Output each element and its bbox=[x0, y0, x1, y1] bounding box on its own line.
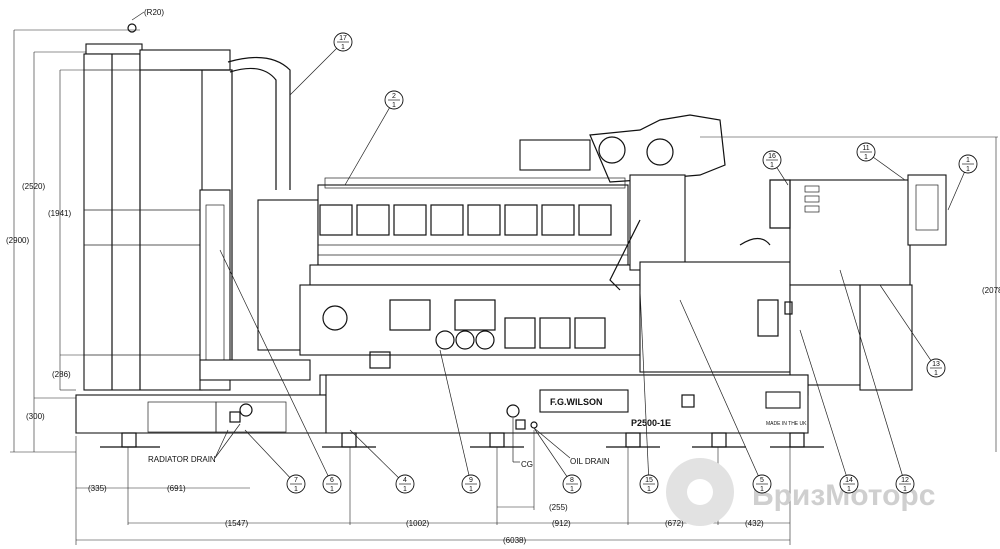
callout-number: 7 bbox=[294, 477, 298, 484]
callout-17: 171 bbox=[289, 32, 353, 96]
dim-height-skid: (300) bbox=[26, 412, 45, 421]
callout-sheet: 1 bbox=[934, 370, 938, 377]
radiator bbox=[83, 23, 231, 391]
dim-bottom-335: (335) bbox=[88, 484, 107, 493]
dim-bottom-432: (432) bbox=[745, 519, 764, 528]
callout-number: 5 bbox=[760, 477, 764, 484]
base-frame: F.G.WILSON P2500-1E MADE IN THE UK bbox=[75, 359, 824, 448]
callout-sheet: 1 bbox=[864, 154, 868, 161]
callout-sheet: 1 bbox=[392, 102, 396, 109]
dim-height-right: (2078) bbox=[982, 286, 1000, 295]
callout-number: 14 bbox=[845, 477, 853, 484]
dim-height-total: (2900) bbox=[6, 236, 29, 245]
callout-sheet: 1 bbox=[903, 486, 907, 493]
bottom-dimension-lines: (335) (691) (1547) (1002) (255) (912) (6… bbox=[75, 430, 791, 545]
right-dimension-lines: (2078) bbox=[700, 136, 1000, 452]
dim-bottom-255: (255) bbox=[549, 503, 568, 512]
callout-number: 4 bbox=[403, 477, 407, 484]
dim-height-base: (286) bbox=[52, 370, 71, 379]
callout-number: 9 bbox=[469, 477, 473, 484]
air-duct bbox=[180, 56, 291, 360]
callout-sheet: 1 bbox=[403, 486, 407, 493]
callout-sheet: 1 bbox=[570, 486, 574, 493]
cylinder-heads bbox=[319, 204, 612, 236]
alternator bbox=[639, 174, 947, 391]
callout-number: 6 bbox=[330, 477, 334, 484]
callout-number: 13 bbox=[932, 361, 940, 368]
callout-number: 17 bbox=[339, 35, 347, 42]
dim-height-radiator: (1941) bbox=[48, 209, 71, 218]
callout-4: 41 bbox=[349, 429, 415, 494]
dim-bottom-672: (672) bbox=[665, 519, 684, 528]
callout-sheet: 1 bbox=[469, 486, 473, 493]
made-in-label: MADE IN THE UK bbox=[766, 421, 807, 427]
dim-length-total: (6038) bbox=[503, 536, 526, 545]
callout-2: 21 bbox=[344, 90, 404, 186]
dim-bottom-1002: (1002) bbox=[406, 519, 429, 528]
callout-1: 11 bbox=[947, 154, 978, 211]
dim-bottom-1547: (1547) bbox=[225, 519, 248, 528]
frame-feet bbox=[100, 432, 824, 448]
left-dimension-lines: (2900) (2520) (1941) (286) (300) (R20) bbox=[6, 8, 164, 453]
callout-sheet: 1 bbox=[330, 486, 334, 493]
callout-sheet: 1 bbox=[770, 162, 774, 169]
radiator-drain-label: RADIATOR DRAIN bbox=[148, 455, 216, 464]
callout-13: 131 bbox=[879, 284, 946, 378]
callout-sheet: 1 bbox=[647, 486, 651, 493]
callout-sheet: 1 bbox=[847, 486, 851, 493]
engine bbox=[257, 114, 726, 369]
oil-drain-label: OIL DRAIN bbox=[570, 457, 610, 466]
callout-number: 2 bbox=[392, 93, 396, 100]
callout-sheet: 1 bbox=[760, 486, 764, 493]
callout-number: 8 bbox=[570, 477, 574, 484]
callout-number: 1 bbox=[966, 157, 970, 164]
callout-number: 12 bbox=[901, 477, 909, 484]
dim-radius: (R20) bbox=[144, 8, 164, 17]
dim-bottom-691: (691) bbox=[167, 484, 186, 493]
dim-height-canopy: (2520) bbox=[22, 182, 45, 191]
dim-bottom-912: (912) bbox=[552, 519, 571, 528]
callout-sheet: 1 bbox=[966, 166, 970, 173]
watermark: БризМоторс bbox=[666, 458, 935, 526]
callout-16: 161 bbox=[762, 150, 789, 186]
callout-8: 81 bbox=[533, 427, 582, 494]
callout-7: 71 bbox=[244, 429, 306, 494]
brand-plate bbox=[539, 389, 629, 413]
callout-15: 151 bbox=[639, 289, 659, 494]
callout-sheet: 1 bbox=[341, 44, 345, 51]
callout-number: 15 bbox=[645, 477, 653, 484]
drain-labels: RADIATOR DRAIN OIL DRAIN CG bbox=[148, 418, 610, 469]
callout-14: 141 bbox=[799, 329, 859, 494]
callout-11: 111 bbox=[856, 142, 906, 181]
callout-12: 12 1 bbox=[839, 269, 915, 494]
cg-label: CG bbox=[521, 460, 533, 469]
callout-number: 11 bbox=[862, 145, 869, 152]
callout-sheet: 1 bbox=[294, 486, 298, 493]
callout-number: 16 bbox=[768, 153, 776, 160]
callout-5: 51 bbox=[679, 299, 772, 494]
model-label: P2500-1E bbox=[631, 418, 671, 428]
callout-6: 61 bbox=[219, 249, 342, 494]
callout-9: 91 bbox=[439, 349, 481, 494]
brand-plate-text: F.G.WILSON bbox=[550, 397, 603, 407]
